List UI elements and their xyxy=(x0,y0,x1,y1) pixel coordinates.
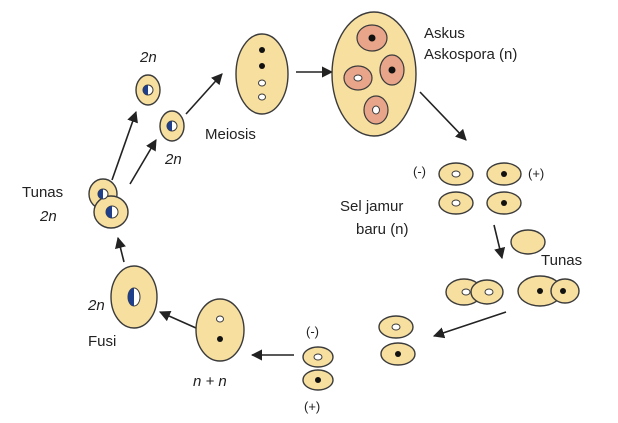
label-2n-mid: 2n xyxy=(164,151,182,168)
label-minus-bottom: (-) xyxy=(306,324,319,339)
label-2n-left: 2n xyxy=(39,208,57,225)
diploid-nucleus-icon xyxy=(128,288,134,306)
label-meiosis: Meiosis xyxy=(205,126,256,143)
diploid-cell-top xyxy=(135,74,161,106)
fusion-diploid-cell xyxy=(110,265,158,329)
diploid-nucleus-icon xyxy=(167,121,172,131)
label-minus-top: (-) xyxy=(413,164,426,179)
ascus xyxy=(331,11,417,137)
label-askus: Askus xyxy=(424,25,465,42)
label-tunas-right: Tunas xyxy=(541,252,582,269)
label-n-plus-n: n + n xyxy=(193,373,227,390)
label-tunas-left: Tunas xyxy=(22,184,63,201)
meiosis-cell xyxy=(235,33,289,115)
label-sel-jamur: Sel jamur xyxy=(340,198,403,215)
label-2n-top: 2n xyxy=(139,49,157,66)
label-fusi: Fusi xyxy=(88,333,116,350)
label-plus-top: (+) xyxy=(528,166,544,181)
new-haploid-cells xyxy=(438,162,522,215)
arrow-to-budding-diploid xyxy=(115,236,126,263)
mating-pair-left xyxy=(302,346,334,391)
diploid-nucleus-icon xyxy=(98,189,103,199)
diploid-nucleus-icon xyxy=(143,85,148,95)
arrow-budding-to-mating-pair xyxy=(432,311,507,339)
arrow-to-meiosis xyxy=(185,73,223,115)
arrow-ascus-to-new-cells xyxy=(419,91,467,141)
label-askospora: Askospora (n) xyxy=(424,46,517,63)
label-plus-bottom: (+) xyxy=(304,399,320,414)
budding-diploid-cell xyxy=(88,178,129,229)
plasmogamy-cell xyxy=(195,298,245,362)
budding-haploid-cells xyxy=(445,229,580,307)
arrow-to-fusion xyxy=(158,310,197,329)
arrow-new-cells-to-budding xyxy=(493,224,506,260)
mating-pair-right xyxy=(378,315,416,366)
arrow-to-diploid-mid xyxy=(129,139,157,185)
cycle-arrows xyxy=(111,66,507,361)
arrow-to-diploid-top xyxy=(111,110,138,181)
label-2n-fusi: 2n xyxy=(87,297,105,314)
diploid-cell-mid xyxy=(159,110,185,142)
label-baru-n: baru (n) xyxy=(356,221,409,238)
diploid-nucleus-icon xyxy=(106,206,112,218)
